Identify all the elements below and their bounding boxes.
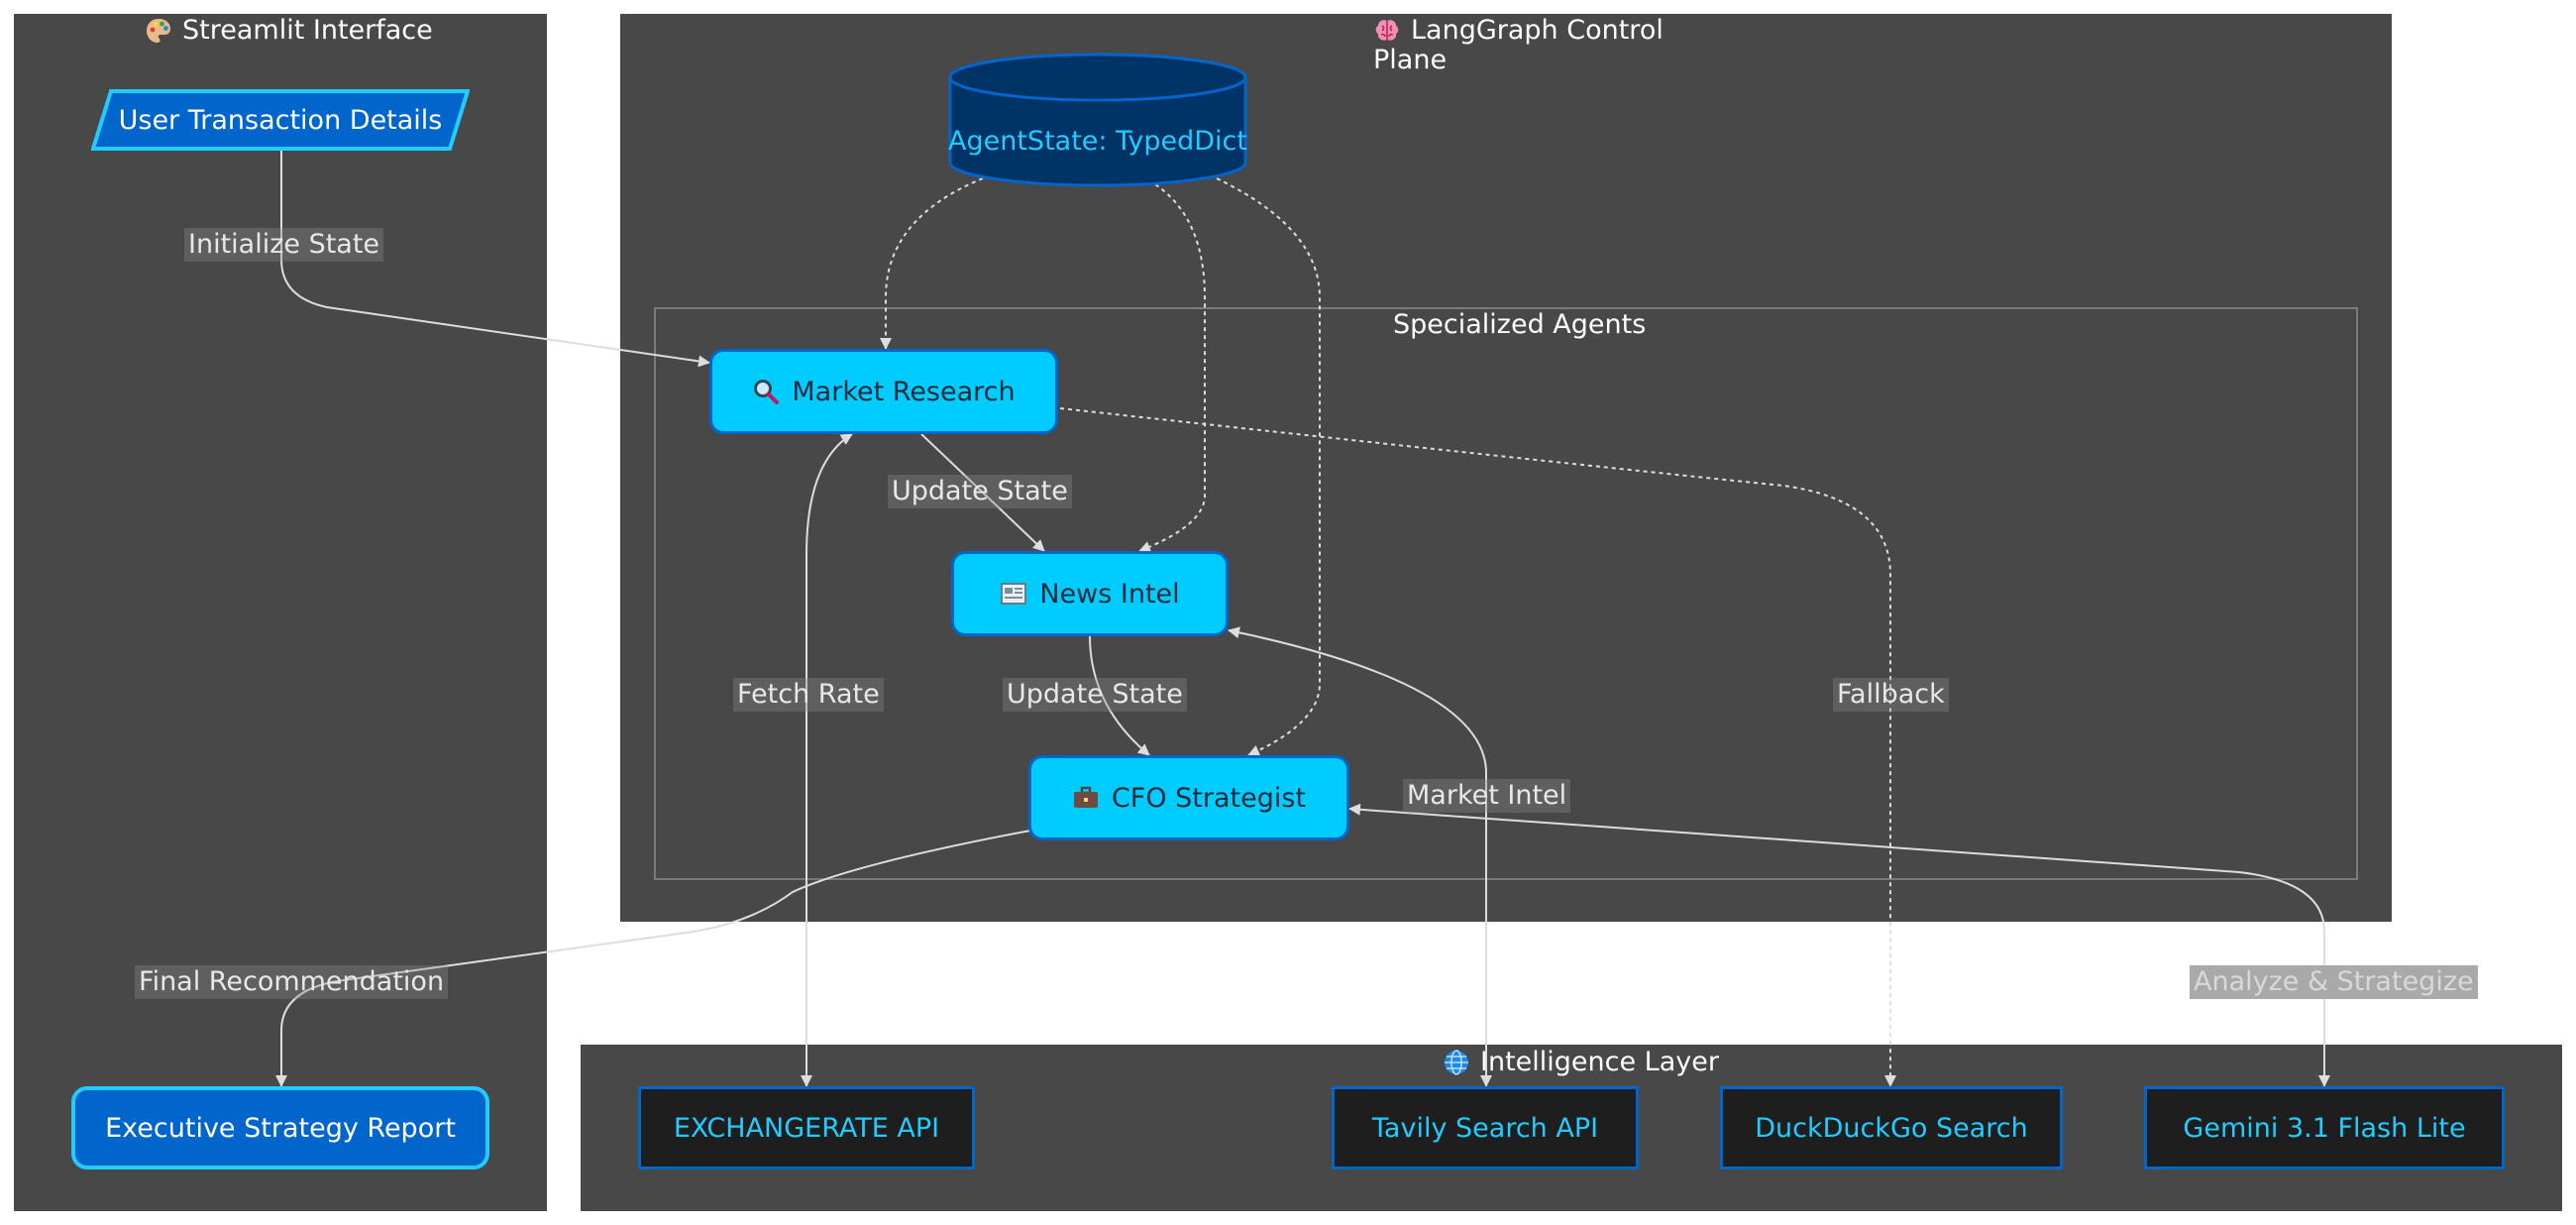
edge-initialize bbox=[280, 151, 710, 368]
agent-state-node: AgentState: TypedDict bbox=[947, 52, 1248, 188]
edge-label-market-intel: Market Intel bbox=[1403, 779, 1571, 813]
user-transaction-node: User Transaction Details bbox=[91, 89, 470, 151]
edge-state-cfo bbox=[1216, 177, 1321, 757]
streamlit-group-title: Streamlit Interface bbox=[145, 16, 433, 46]
edge-label-initialize: Initialize State bbox=[184, 228, 384, 262]
agents-group-title: Specialized Agents bbox=[1393, 309, 1647, 340]
palette-icon bbox=[147, 19, 170, 43]
edge-label-fallback: Fallback bbox=[1833, 678, 1949, 712]
exchangerate-api-node: EXCHANGERATE API bbox=[638, 1086, 975, 1169]
news-intel-label: News Intel bbox=[1039, 578, 1180, 610]
edge-update-2 bbox=[1089, 635, 1150, 756]
magnifier-icon bbox=[754, 380, 780, 404]
market-research-node: Market Research bbox=[709, 349, 1058, 434]
agent-state-label: AgentState: TypedDict bbox=[948, 125, 1247, 157]
edge-label-final: Final Recommendation bbox=[135, 965, 449, 999]
edge-state-market bbox=[880, 177, 984, 350]
brain-icon bbox=[1375, 20, 1399, 41]
edge-tavily bbox=[1228, 626, 1492, 1087]
control-plane-group bbox=[620, 14, 2392, 922]
edge-market-intel bbox=[1348, 803, 2330, 1087]
news-intel-node: News Intel bbox=[951, 551, 1229, 636]
parallelogram-shape bbox=[91, 89, 470, 151]
user-transaction-label: User Transaction Details bbox=[118, 104, 443, 136]
gemini-node: Gemini 3.1 Flash Lite bbox=[2144, 1086, 2505, 1169]
duckduckgo-search-node: DuckDuckGo Search bbox=[1720, 1086, 2063, 1169]
market-research-label: Market Research bbox=[792, 376, 1016, 407]
edge-label-update-2: Update State bbox=[1003, 678, 1187, 712]
edge-fetch-rate bbox=[801, 433, 853, 1087]
briefcase-icon bbox=[1073, 786, 1098, 808]
executive-report-node: Executive Strategy Report bbox=[71, 1086, 489, 1169]
edge-final bbox=[275, 830, 1031, 1087]
edge-label-analyze: Analyze & Strategize bbox=[2190, 965, 2478, 999]
edge-state-news bbox=[1138, 183, 1206, 553]
cylinder-shape bbox=[948, 53, 1247, 187]
streamlit-group-label: Streamlit Interface bbox=[182, 15, 433, 46]
edge-fallback bbox=[1059, 407, 1896, 1087]
edge-label-fetch-rate: Fetch Rate bbox=[733, 678, 884, 712]
cfo-strategist-label: CFO Strategist bbox=[1111, 782, 1307, 814]
edge-update-1 bbox=[920, 433, 1045, 552]
newspaper-icon bbox=[1001, 583, 1027, 605]
edge-label-update-1: Update State bbox=[888, 475, 1072, 508]
control-plane-label-line1: LangGraph Control bbox=[1411, 15, 1664, 46]
control-plane-group-title: LangGraph Control Plane bbox=[1373, 16, 1664, 75]
tavily-search-node: Tavily Search API bbox=[1332, 1086, 1639, 1169]
control-plane-label-line2: Plane bbox=[1373, 45, 1448, 75]
cfo-strategist-node: CFO Strategist bbox=[1028, 755, 1349, 840]
